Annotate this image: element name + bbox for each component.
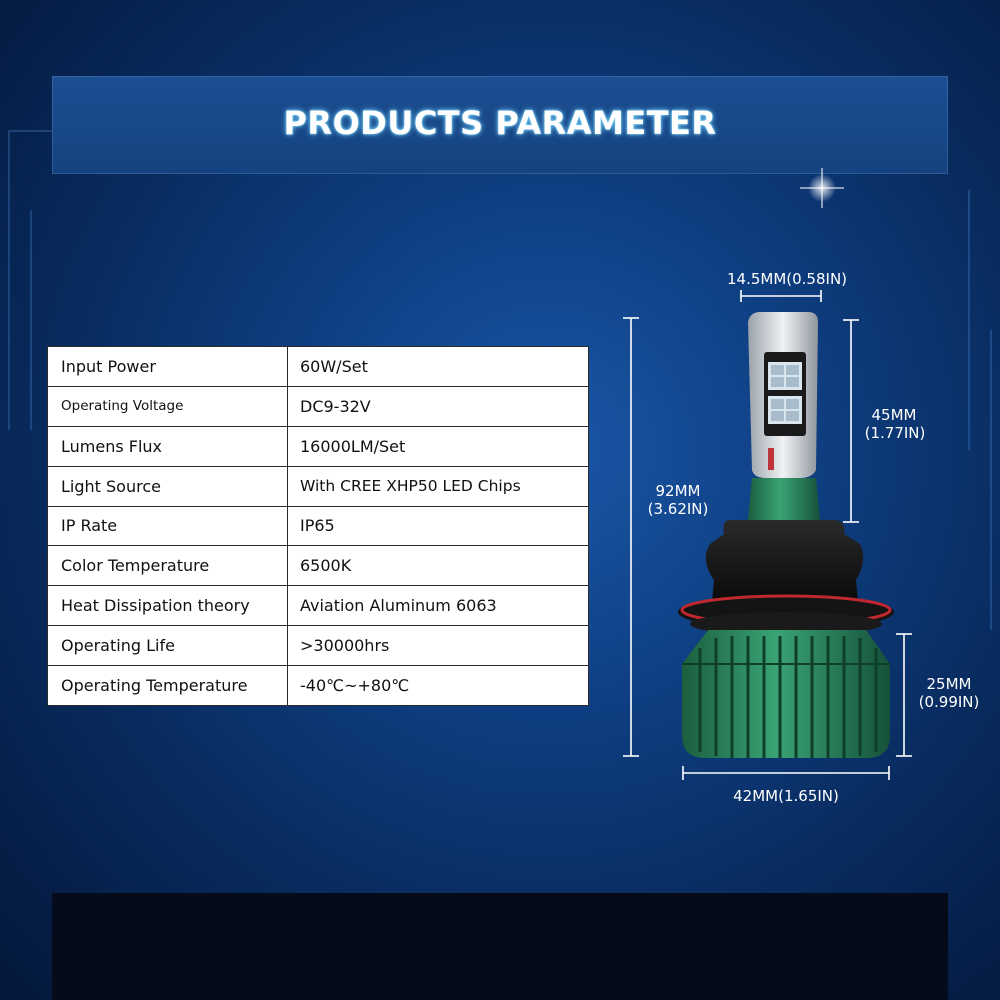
- dimension-chip-height-mm: 45MM: [871, 406, 917, 424]
- bayonet-base: [705, 520, 864, 602]
- spec-value: 60W/Set: [287, 346, 589, 387]
- spec-value: With CREE XHP50 LED Chips: [287, 465, 589, 507]
- dimension-total-height-mm: 92MM: [655, 482, 701, 500]
- spec-label: Operating Life: [47, 625, 288, 666]
- dimension-lines: [623, 290, 912, 780]
- page-title: PRODUCTS PARAMETER: [283, 104, 717, 142]
- bg-line: [990, 330, 992, 630]
- dimension-base-width: 42MM(1.65IN): [733, 787, 839, 805]
- spec-value: IP65: [287, 505, 589, 547]
- flange-ring: [678, 594, 894, 630]
- spec-value: Aviation Aluminum 6063: [287, 585, 589, 627]
- sparkle-icon: [808, 174, 836, 202]
- led-chip: [768, 362, 802, 390]
- spec-label: Lumens Flux: [47, 425, 288, 467]
- heatsink: [682, 630, 890, 758]
- table-row: Operating Life >30000hrs: [47, 625, 589, 666]
- dimension-total-height-in: (3.62IN): [647, 500, 709, 518]
- spec-value: -40℃~+80℃: [287, 665, 589, 706]
- led-head: [748, 312, 818, 478]
- table-row: Lumens Flux 16000LM/Set: [47, 425, 589, 467]
- spec-table: Input Power 60W/Set Operating Voltage DC…: [47, 346, 589, 706]
- bulb-neck: [747, 478, 821, 532]
- spec-label: IP Rate: [47, 505, 288, 547]
- spec-label: Color Temperature: [47, 545, 288, 587]
- spec-label: Heat Dissipation theory: [47, 585, 288, 627]
- table-row: Operating Voltage DC9-32V: [47, 385, 589, 427]
- table-row: Light Source With CREE XHP50 LED Chips: [47, 465, 589, 507]
- bg-line: [8, 130, 10, 430]
- bg-line: [968, 190, 970, 450]
- dimension-top-width: 14.5MM(0.58IN): [726, 270, 848, 288]
- table-row: Color Temperature 6500K: [47, 545, 589, 587]
- dimension-base-height-in: (0.99IN): [918, 693, 980, 711]
- spec-value: >30000hrs: [287, 625, 589, 666]
- spec-value: 6500K: [287, 545, 589, 587]
- table-row: Heat Dissipation theory Aviation Aluminu…: [47, 585, 589, 627]
- led-chip: [768, 396, 802, 424]
- dimension-chip-height-in: (1.77IN): [864, 424, 926, 442]
- header-banner: PRODUCTS PARAMETER: [52, 76, 948, 174]
- spec-value: 16000LM/Set: [287, 425, 589, 467]
- chip-mount: [764, 352, 806, 436]
- spec-label: Operating Voltage: [47, 385, 288, 427]
- table-row: IP Rate IP65: [47, 505, 589, 547]
- spec-label: Input Power: [47, 346, 288, 387]
- spec-value: DC9-32V: [287, 385, 589, 427]
- table-row: Input Power 60W/Set: [47, 346, 589, 387]
- bg-line: [30, 210, 32, 430]
- dimension-base-height-mm: 25MM: [926, 675, 972, 693]
- spec-label: Operating Temperature: [47, 665, 288, 706]
- table-row: Operating Temperature -40℃~+80℃: [47, 665, 589, 706]
- bg-line: [10, 130, 52, 132]
- bottom-bar: [52, 893, 948, 1000]
- spec-label: Light Source: [47, 465, 288, 507]
